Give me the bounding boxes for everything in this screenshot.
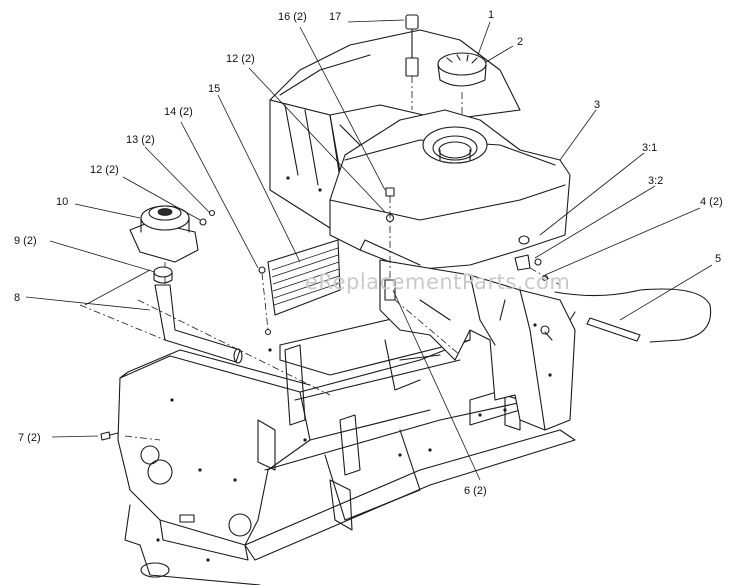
bolt-7 bbox=[100, 431, 119, 441]
callout-16: 16 (2) bbox=[278, 11, 307, 23]
grille-screen bbox=[258, 239, 341, 336]
callout-7: 7 (2) bbox=[18, 432, 41, 444]
callout-10: 10 bbox=[56, 196, 68, 208]
callout-2: 2 bbox=[517, 36, 523, 48]
fuel-fittings bbox=[514, 235, 561, 286]
callout-13: 13 (2) bbox=[126, 134, 155, 146]
callout-labels: 1 2 3 3:1 3:2 4 (2) 5 6 (2) 7 (2) 8 9 (2… bbox=[14, 9, 723, 497]
callout-4: 4 (2) bbox=[700, 196, 723, 208]
hose-spacer bbox=[153, 266, 243, 364]
callout-5: 5 bbox=[715, 253, 721, 265]
callout-3-1: 3:1 bbox=[642, 142, 657, 154]
frame-assembly bbox=[117, 309, 576, 585]
callout-12-b: 12 (2) bbox=[90, 164, 119, 176]
callout-8: 8 bbox=[14, 292, 20, 304]
callout-9: 9 (2) bbox=[14, 235, 37, 247]
callout-17: 17 bbox=[329, 11, 341, 23]
callout-3-2: 3:2 bbox=[648, 175, 663, 187]
tank-support-bracket bbox=[379, 259, 576, 431]
callout-14: 14 (2) bbox=[164, 106, 193, 118]
callout-1: 1 bbox=[488, 9, 494, 21]
fuel-vent bbox=[405, 14, 419, 110]
fuel-cap bbox=[437, 52, 487, 115]
assembly-lines bbox=[79, 299, 461, 441]
callout-6: 6 (2) bbox=[464, 485, 487, 497]
leader-lines bbox=[25, 19, 713, 481]
watermark-text: eReplacementParts.com bbox=[305, 270, 570, 294]
hood-shroud bbox=[269, 29, 521, 229]
fuel-line bbox=[554, 288, 712, 343]
callout-15: 15 bbox=[208, 83, 220, 95]
callout-3: 3 bbox=[594, 99, 600, 111]
callout-12-a: 12 (2) bbox=[226, 53, 255, 65]
fuel-tank bbox=[329, 109, 571, 271]
